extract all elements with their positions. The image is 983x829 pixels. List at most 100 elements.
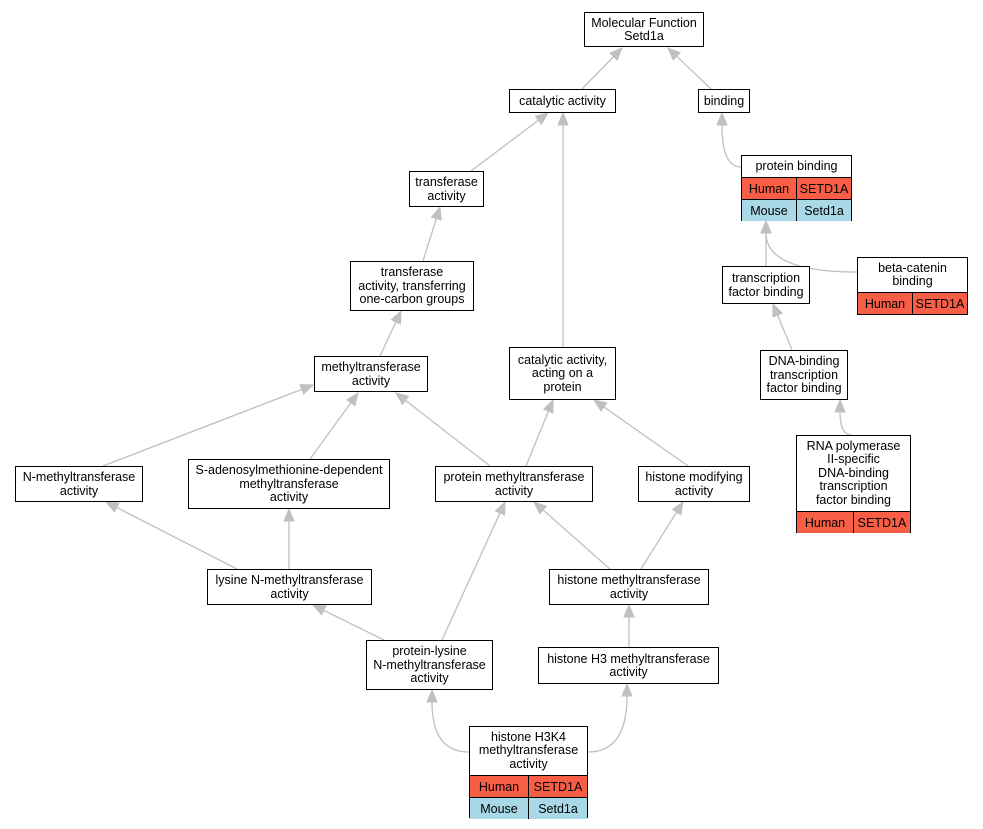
go-term-node-tfbind[interactable]: transcription factor binding (722, 266, 810, 304)
gene-cell[interactable]: SETD1A (912, 293, 967, 314)
arrowhead (430, 205, 442, 221)
go-term-node-dnatf[interactable]: DNA-binding transcription factor binding (760, 350, 848, 400)
species-cell: Human (797, 512, 853, 533)
species-cell: Human (470, 776, 528, 797)
arrowhead (609, 47, 623, 61)
go-term-label: histone modifying activity (645, 470, 743, 498)
go-term-label: histone H3K4 methyltransferase activity (478, 729, 579, 771)
go-term-label: transferase activity, transferring one-c… (358, 265, 466, 307)
go-term-label: DNA-binding transcription factor binding (766, 354, 842, 396)
go-term-label: lysine N-methyltransferase activity (215, 573, 364, 601)
go-term-node-mf[interactable]: Molecular Function Setd1a (584, 12, 704, 47)
edge-transf-to-cat (470, 119, 540, 172)
species-cell: Human (742, 178, 796, 199)
arrowhead (534, 112, 550, 126)
go-term-label: beta-catenin binding (878, 260, 947, 288)
edge-h3k4-to-h3mt (587, 695, 628, 753)
edge-pmt-to-catprot (525, 409, 550, 467)
go-term-label: histone H3 methyltransferase activity (547, 651, 710, 679)
go-term-node-pmt[interactable]: protein methyltransferase activity (435, 466, 593, 502)
go-term-node-mtase[interactable]: methyltransferase activity (314, 356, 428, 392)
arrowhead (623, 603, 635, 618)
arrowhead (716, 111, 728, 126)
arrowhead (390, 309, 402, 325)
edge-lysnmt-to-nmt (115, 506, 238, 570)
arrowhead (311, 604, 327, 616)
arrowhead (345, 391, 359, 407)
arrowhead (542, 398, 554, 414)
go-term-node-transf[interactable]: transferase activity (409, 171, 484, 207)
go-term-node-plnmt[interactable]: protein-lysine N-methyltransferase activ… (366, 640, 493, 690)
arrowhead (592, 399, 608, 412)
go-term-label: RNA polymerase II-specific DNA-binding t… (806, 438, 901, 507)
go-term-label: N-methyltransferase activity (22, 470, 136, 498)
species-cell: Human (858, 293, 912, 314)
edge-nmt-to-mtase (102, 388, 303, 467)
go-term-label: Molecular Function Setd1a (591, 15, 697, 43)
arrowhead (394, 392, 410, 406)
species-cell: Mouse (470, 798, 528, 819)
go-term-label: catalytic activity (519, 93, 606, 108)
arrowhead (299, 384, 315, 395)
go-term-node-bind[interactable]: binding (698, 89, 750, 113)
edge-plnmt-to-pmt (441, 511, 502, 641)
go-term-label: S-adenosylmethionine-dependent methyltra… (195, 463, 383, 505)
arrowhead (772, 302, 784, 318)
edge-pmt-to-mtase (404, 399, 491, 467)
edge-hmt-to-pmt (541, 508, 611, 570)
gene-cell[interactable]: SETD1A (853, 512, 910, 533)
arrowhead (760, 219, 772, 234)
go-term-label: methyltransferase activity (321, 360, 421, 388)
go-term-node-h3mt[interactable]: histone H3 methyltransferase activity (538, 647, 719, 684)
arrowhead (533, 501, 548, 515)
go-term-node-hmt[interactable]: histone methyltransferase activity (549, 569, 709, 605)
go-term-node-catprot[interactable]: catalytic activity, acting on a protein (509, 347, 616, 400)
go-term-node-hmod[interactable]: histone modifying activity (638, 466, 750, 502)
gene-cell[interactable]: Setd1a (528, 798, 587, 819)
go-term-node-lysnmt[interactable]: lysine N-methyltransferase activity (207, 569, 372, 605)
arrowhead (104, 501, 120, 513)
edge-dnatf-to-tfbind (776, 313, 793, 351)
edge-bcat-to-protbind (765, 232, 858, 273)
go-term-label: catalytic activity, acting on a protein (517, 352, 608, 394)
go-term-node-transf1c[interactable]: transferase activity, transferring one-c… (350, 261, 474, 311)
gene-cell[interactable]: Setd1a (796, 200, 851, 221)
arrowhead (494, 500, 506, 516)
edge-h3k4-to-plnmt (431, 701, 470, 753)
edge-mtase-to-transf1c (379, 320, 397, 357)
arrowhead (426, 688, 438, 703)
edge-hmt-to-hmod (640, 510, 678, 570)
arrowhead (621, 682, 633, 697)
edge-sam-to-mtase (309, 401, 353, 460)
arrowhead (557, 111, 569, 126)
arrowhead (667, 47, 682, 61)
go-term-label: protein binding (755, 158, 838, 173)
go-term-label: histone methyltransferase activity (557, 573, 701, 601)
edge-bind-to-mf (675, 55, 712, 90)
go-term-node-nmt[interactable]: N-methyltransferase activity (15, 466, 143, 502)
go-term-label: transcription factor binding (728, 271, 804, 299)
arrowhead (283, 507, 295, 522)
edge-cat-to-mf (581, 55, 615, 90)
go-term-node-cat[interactable]: catalytic activity (509, 89, 616, 113)
arrowhead (671, 500, 684, 516)
edge-hmod-to-catprot (602, 405, 689, 467)
edge-protbind-to-bind (721, 124, 742, 168)
go-term-node-rnapol[interactable]: RNA polymerase II-specific DNA-binding t… (796, 435, 911, 533)
edge-rnapol-to-dnatf (839, 411, 853, 436)
arrowhead (834, 398, 846, 413)
species-cell: Mouse (742, 200, 796, 221)
gene-cell[interactable]: SETD1A (528, 776, 587, 797)
gene-cell[interactable]: SETD1A (796, 178, 851, 199)
go-term-node-sam[interactable]: S-adenosylmethionine-dependent methyltra… (188, 459, 390, 509)
go-term-label: protein methyltransferase activity (443, 470, 585, 498)
